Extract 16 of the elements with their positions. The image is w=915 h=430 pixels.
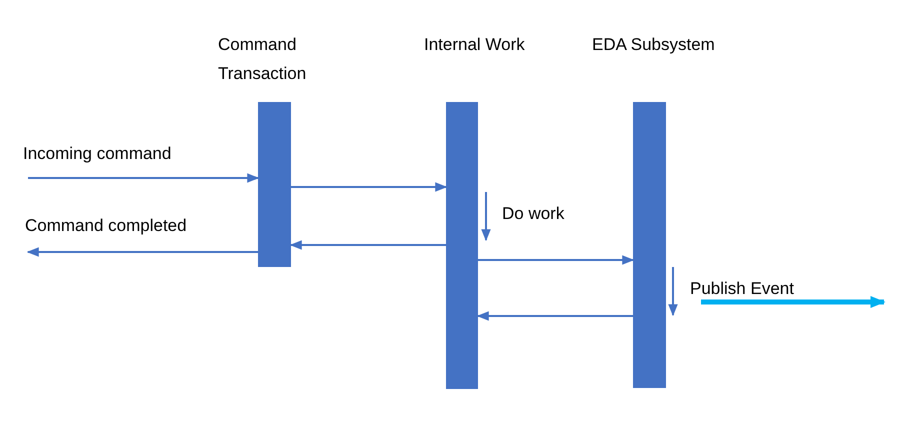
lifeline-heading: Internal Work: [424, 34, 526, 56]
lifeline-heading: EDA Subsystem: [592, 34, 716, 56]
arrow: [290, 240, 446, 250]
arrow: [476, 311, 633, 321]
arrow: [28, 173, 260, 183]
activation-bar: [446, 102, 478, 389]
activation-bar: [633, 102, 666, 388]
lifeline-heading: Command Transaction: [218, 34, 308, 85]
arrow: [26, 247, 258, 257]
step-label: Publish Event: [690, 279, 794, 299]
step-label: Do work: [502, 204, 564, 224]
edge-label: Command completed: [25, 216, 187, 236]
arrow: [291, 182, 448, 192]
arrow: [478, 255, 634, 265]
edge-label: Incoming command: [23, 144, 172, 164]
activation-bar: [258, 102, 291, 267]
